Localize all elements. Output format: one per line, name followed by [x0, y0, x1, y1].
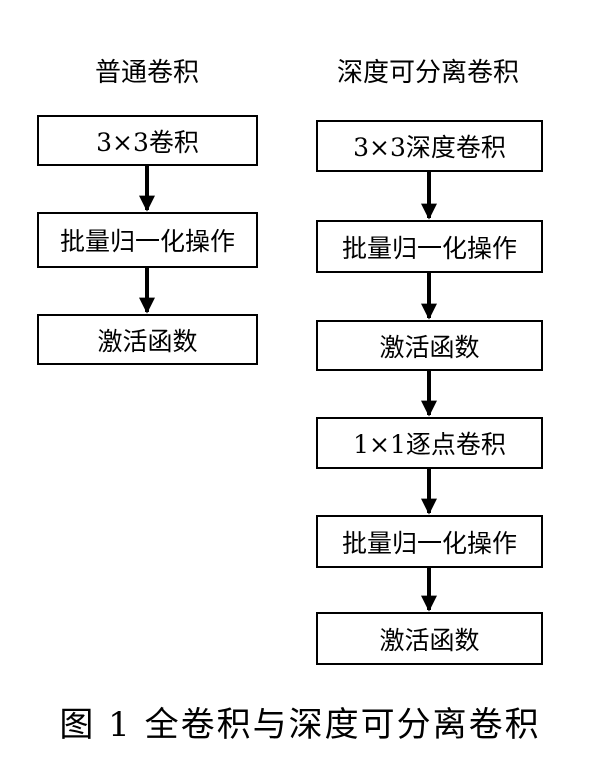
right-step-activation-2: 激活函数 [316, 612, 543, 665]
left-column-title: 普通卷积 [94, 58, 199, 88]
right-column-title: 深度可分离卷积 [336, 58, 519, 88]
right-step-pointwise-conv: 1×1逐点卷积 [316, 417, 543, 469]
right-step-batchnorm-1: 批量归一化操作 [316, 220, 543, 273]
left-step-batchnorm: 批量归一化操作 [37, 212, 258, 268]
right-step-activation-1: 激活函数 [316, 320, 543, 371]
right-step-batchnorm-2: 批量归一化操作 [316, 515, 543, 568]
figure-caption: 图 1 全卷积与深度可分离卷积 [59, 705, 541, 745]
left-step-activation: 激活函数 [37, 314, 258, 365]
right-step-depthwise-conv: 3×3深度卷积 [316, 120, 543, 172]
left-step-conv3x3: 3×3卷积 [37, 115, 258, 166]
